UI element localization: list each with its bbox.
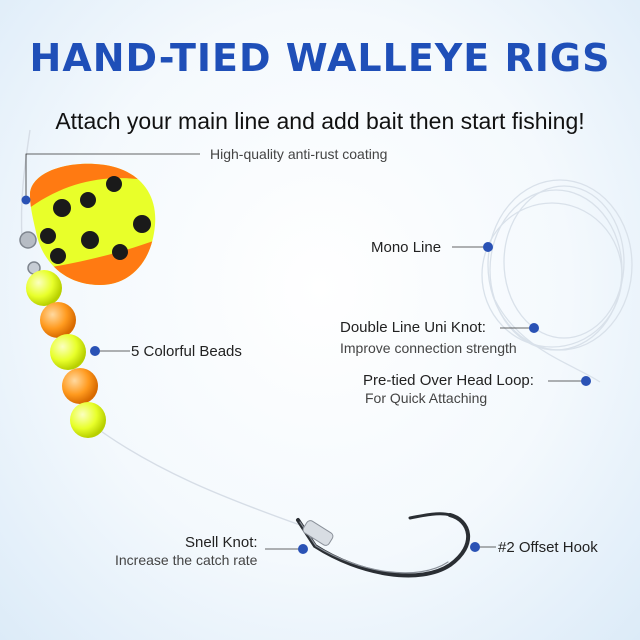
callout-snell-desc: Increase the catch rate	[115, 552, 258, 568]
page-title: HAND-TIED WALLEYE RIGS	[29, 36, 611, 80]
mono-line	[20, 129, 31, 241]
bead-4	[62, 368, 98, 404]
bead-5	[70, 402, 106, 438]
callout-lines	[21, 153, 591, 554]
bead-2	[40, 302, 76, 338]
callout-snell-title: Snell Knot:	[185, 534, 258, 551]
callout-loop-title: Pre-tied Over Head Loop:	[363, 372, 534, 389]
callout-loop-desc: For Quick Attaching	[365, 390, 488, 406]
clevis	[19, 231, 37, 249]
page-subtitle: Attach your main line and add bait then …	[55, 108, 585, 134]
callout-mono-line: Mono Line	[371, 239, 442, 256]
callout-hook: #2 Offset Hook	[498, 539, 598, 556]
leader-line	[85, 419, 301, 526]
bead-1	[26, 270, 62, 306]
callout-beads: 5 Colorful Beads	[131, 343, 242, 360]
callout-coating: High-quality anti-rust coating	[210, 146, 388, 162]
callout-uni-knot-desc: Improve connection strength	[340, 340, 517, 356]
offset-hook	[296, 512, 470, 578]
callout-uni-knot-title: Double Line Uni Knot:	[340, 319, 486, 336]
mono-line-coil	[481, 179, 633, 383]
bead-3	[50, 334, 86, 370]
